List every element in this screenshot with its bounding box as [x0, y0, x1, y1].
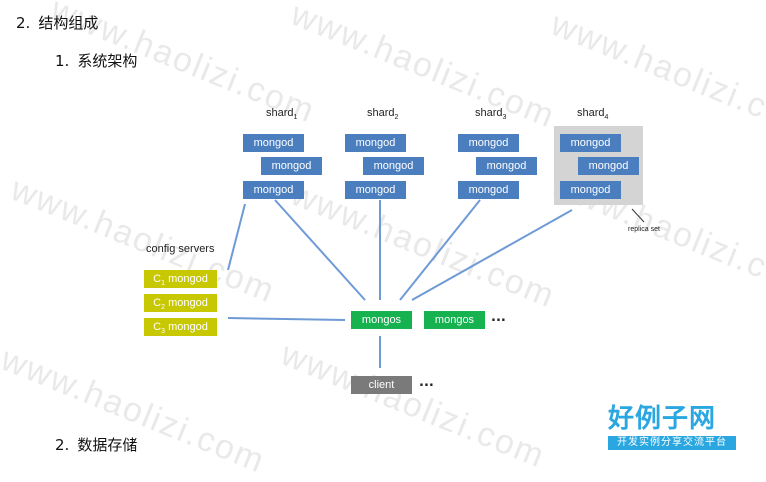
subsection-title: 系统架构: [77, 52, 138, 70]
config-servers-label: config servers: [146, 243, 215, 255]
logo-subtitle: 开发实例分享交流平台: [608, 436, 736, 450]
architecture-connectors: [227, 199, 645, 368]
shard3-mongod-2: mongod: [476, 157, 537, 175]
section-title: 结构组成: [38, 14, 99, 32]
subsection-number: 1.: [55, 52, 70, 70]
edge-shard4-mongos: [411, 209, 573, 301]
section-heading: 2. 结构组成: [16, 12, 98, 33]
subsection-title-2: 数据存储: [77, 436, 138, 454]
shard-label-1: shard1: [266, 107, 298, 122]
client-more-ellipsis: ...: [419, 375, 434, 390]
shard3-mongod-1: mongod: [458, 134, 519, 152]
shard4-mongod-2: mongod: [578, 157, 639, 175]
edge-config-mongos: [227, 317, 346, 321]
replica-set-pointer: [631, 208, 645, 223]
shard1-mongod-1: mongod: [243, 134, 304, 152]
shard4-mongod-3: mongod: [560, 181, 621, 199]
replica-set-label: replica set: [628, 226, 660, 233]
shard1-mongod-3: mongod: [243, 181, 304, 199]
subsection-number-2: 2.: [55, 436, 70, 454]
shard4-mongod-1: mongod: [560, 134, 621, 152]
edge-shard1-mongos: [274, 199, 366, 301]
shard2-mongod-3: mongod: [345, 181, 406, 199]
shard-label-4: shard4: [577, 107, 609, 122]
shard3-mongod-3: mongod: [458, 181, 519, 199]
edge-shard1-config: [227, 203, 246, 271]
subsection-heading-2: 2. 数据存储: [55, 434, 137, 455]
shard2-mongod-2: mongod: [363, 157, 424, 175]
shard1-mongod-2: mongod: [261, 157, 322, 175]
shard-label-3: shard3: [475, 107, 507, 122]
subsection-heading: 1. 系统架构: [55, 50, 137, 71]
site-logo: 好例子网 开发实例分享交流平台: [608, 404, 736, 450]
mongos-router-1: mongos: [351, 311, 412, 329]
shard-label-2: shard2: [367, 107, 399, 122]
logo-title: 好例子网: [608, 404, 717, 434]
config-server-2: C2 mongod: [144, 294, 217, 312]
mongos-more-ellipsis: ...: [491, 310, 506, 325]
mongos-router-2: mongos: [424, 311, 485, 329]
config-server-3: C3 mongod: [144, 318, 217, 336]
client-node: client: [351, 376, 412, 394]
edge-shard3-mongos: [399, 199, 481, 301]
shard2-mongod-1: mongod: [345, 134, 406, 152]
section-number: 2.: [16, 14, 31, 32]
config-server-1: C1 mongod: [144, 270, 217, 288]
